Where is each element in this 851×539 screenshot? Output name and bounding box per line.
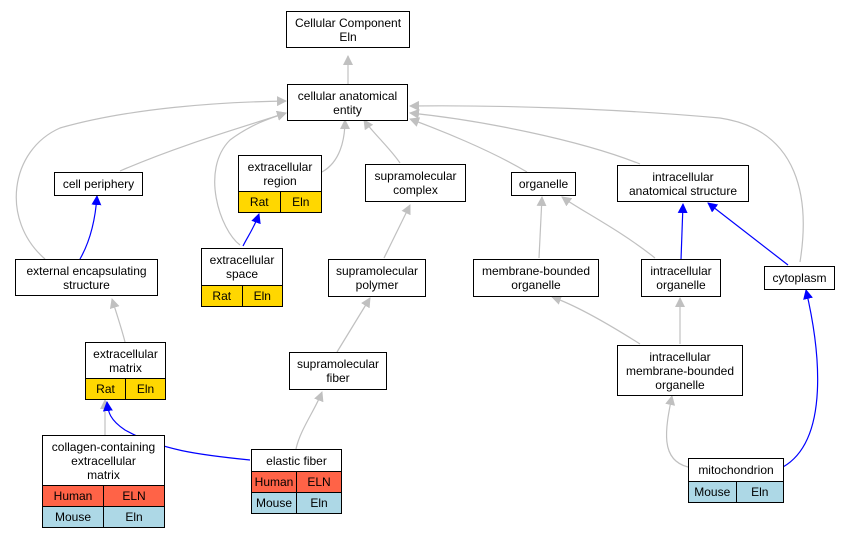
node-cell-periphery[interactable]: cell periphery [54, 172, 143, 196]
node-label: Cellular Component Eln [294, 15, 402, 44]
node-supramolecular-fiber[interactable]: supramolecular fiber [289, 352, 387, 390]
node-label: extracellular space [209, 253, 275, 281]
node-cytoplasm[interactable]: cytoplasm [764, 266, 835, 290]
node-intracellular-membrane-bounded-organelle[interactable]: intracellular membrane-bounded organelle [617, 345, 743, 396]
node-label: cytoplasm [772, 271, 827, 285]
gene-cell: ELN [296, 472, 341, 492]
annotation-row-human: Human ELN [43, 485, 164, 506]
node-label: mitochondrion [698, 463, 774, 477]
annotation-row-mouse: Mouse Eln [43, 506, 164, 527]
node-label: organelle [518, 177, 569, 191]
edge-imbo-to-mbo [551, 295, 641, 345]
species-cell: Mouse [54, 510, 92, 524]
node-supramolecular-complex[interactable]: supramolecular complex [365, 164, 466, 202]
edge-extspace-to-cae [214, 110, 287, 246]
edge-ees-to-cae [15, 96, 287, 260]
edge-cytoplasm-to-ias [707, 202, 789, 266]
node-label: intracellular organelle [650, 264, 712, 292]
edge-suprapolymer-to-supracomplex [383, 204, 411, 259]
node-organelle[interactable]: organelle [511, 172, 576, 196]
species-cell: Rat [96, 382, 115, 396]
edge-ias-to-cae [409, 108, 641, 165]
node-intracellular-anatomical-structure[interactable]: intracellular anatomical structure [617, 165, 749, 202]
species-cell: Rat [249, 195, 269, 209]
edge-extregion-to-cae [321, 119, 350, 173]
annotation-row-human: Human ELN [252, 471, 341, 492]
node-label: external encapsulating structure [26, 263, 147, 292]
node-extracellular-space[interactable]: extracellular space Rat Eln [201, 248, 283, 307]
edge-intorg-to-organelle [561, 196, 656, 259]
edge-elastic-to-suprafiber [295, 391, 324, 450]
species-cell: Rat [212, 289, 232, 303]
gene-cell: Eln [125, 379, 165, 399]
species-cell: Human [254, 475, 294, 489]
edge-extspace-to-extregion [242, 213, 261, 247]
node-label: supramolecular complex [374, 169, 457, 197]
node-label: membrane-bounded organelle [481, 264, 591, 292]
species-cell: Mouse [694, 485, 731, 499]
edge-ecm-to-ees [109, 298, 126, 343]
annotation-row-rat: Rat Eln [239, 191, 321, 212]
node-intracellular-organelle[interactable]: intracellular organelle [641, 259, 721, 297]
node-cellular-component[interactable]: Cellular Component Eln [286, 11, 410, 48]
node-label: intracellular anatomical structure [628, 169, 738, 198]
edge-suprafiber-to-suprapolymer [336, 297, 371, 353]
node-external-encapsulating-structure[interactable]: external encapsulating structure [15, 259, 158, 296]
node-label: collagen-containing extracellular matrix [51, 439, 156, 482]
species-cell: Mouse [255, 496, 293, 510]
gene-cell: Eln [241, 286, 283, 306]
edge-mito-to-cytoplasm [782, 289, 819, 468]
edge-elastic-to-ecm [102, 401, 251, 461]
edge-mbo-to-organelle [536, 196, 547, 259]
node-supramolecular-polymer[interactable]: supramolecular polymer [328, 259, 426, 297]
node-extracellular-region[interactable]: extracellular region Rat Eln [238, 155, 322, 213]
node-label: cell periphery [62, 177, 135, 191]
edge-mito-to-imbo [665, 395, 689, 468]
edge-organelle-to-cae [409, 117, 528, 173]
node-membrane-bounded-organelle[interactable]: membrane-bounded organelle [473, 259, 599, 297]
gene-cell: ELN [103, 486, 164, 506]
node-label: cellular anatomical entity [297, 88, 398, 117]
node-label: supramolecular fiber [296, 357, 380, 385]
edge-cytoplasm-to-cae [409, 100, 804, 263]
node-label: supramolecular polymer [335, 264, 419, 292]
annotation-row-mouse: Mouse Eln [689, 481, 783, 502]
annotation-row-mouse: Mouse Eln [252, 492, 341, 513]
node-label: extracellular matrix [93, 346, 158, 375]
node-label: elastic fiber [266, 453, 327, 468]
gene-cell: Eln [103, 507, 164, 527]
node-elastic-fiber[interactable]: elastic fiber Human ELN Mouse Eln [251, 449, 342, 514]
edge-intorg-to-ias [677, 203, 688, 261]
node-collagen-containing-extracellular-matrix[interactable]: collagen-containing extracellular matrix… [42, 435, 165, 528]
node-label: intracellular membrane-bounded organelle [625, 349, 735, 392]
annotation-row-rat: Rat Eln [86, 378, 165, 399]
gene-cell: Eln [279, 192, 322, 212]
node-cellular-anatomical-entity[interactable]: cellular anatomical entity [287, 84, 408, 121]
edge-ees-to-cellperiphery [79, 195, 102, 260]
gene-cell: Eln [735, 482, 784, 502]
edge-supracomplex-to-cae [363, 119, 401, 164]
gene-cell: Eln [296, 493, 341, 513]
node-extracellular-matrix[interactable]: extracellular matrix Rat Eln [85, 342, 166, 400]
node-label: extracellular region [247, 159, 313, 188]
species-cell: Human [53, 489, 93, 503]
node-mitochondrion[interactable]: mitochondrion Mouse Eln [688, 458, 784, 503]
annotation-row-rat: Rat Eln [202, 285, 282, 306]
